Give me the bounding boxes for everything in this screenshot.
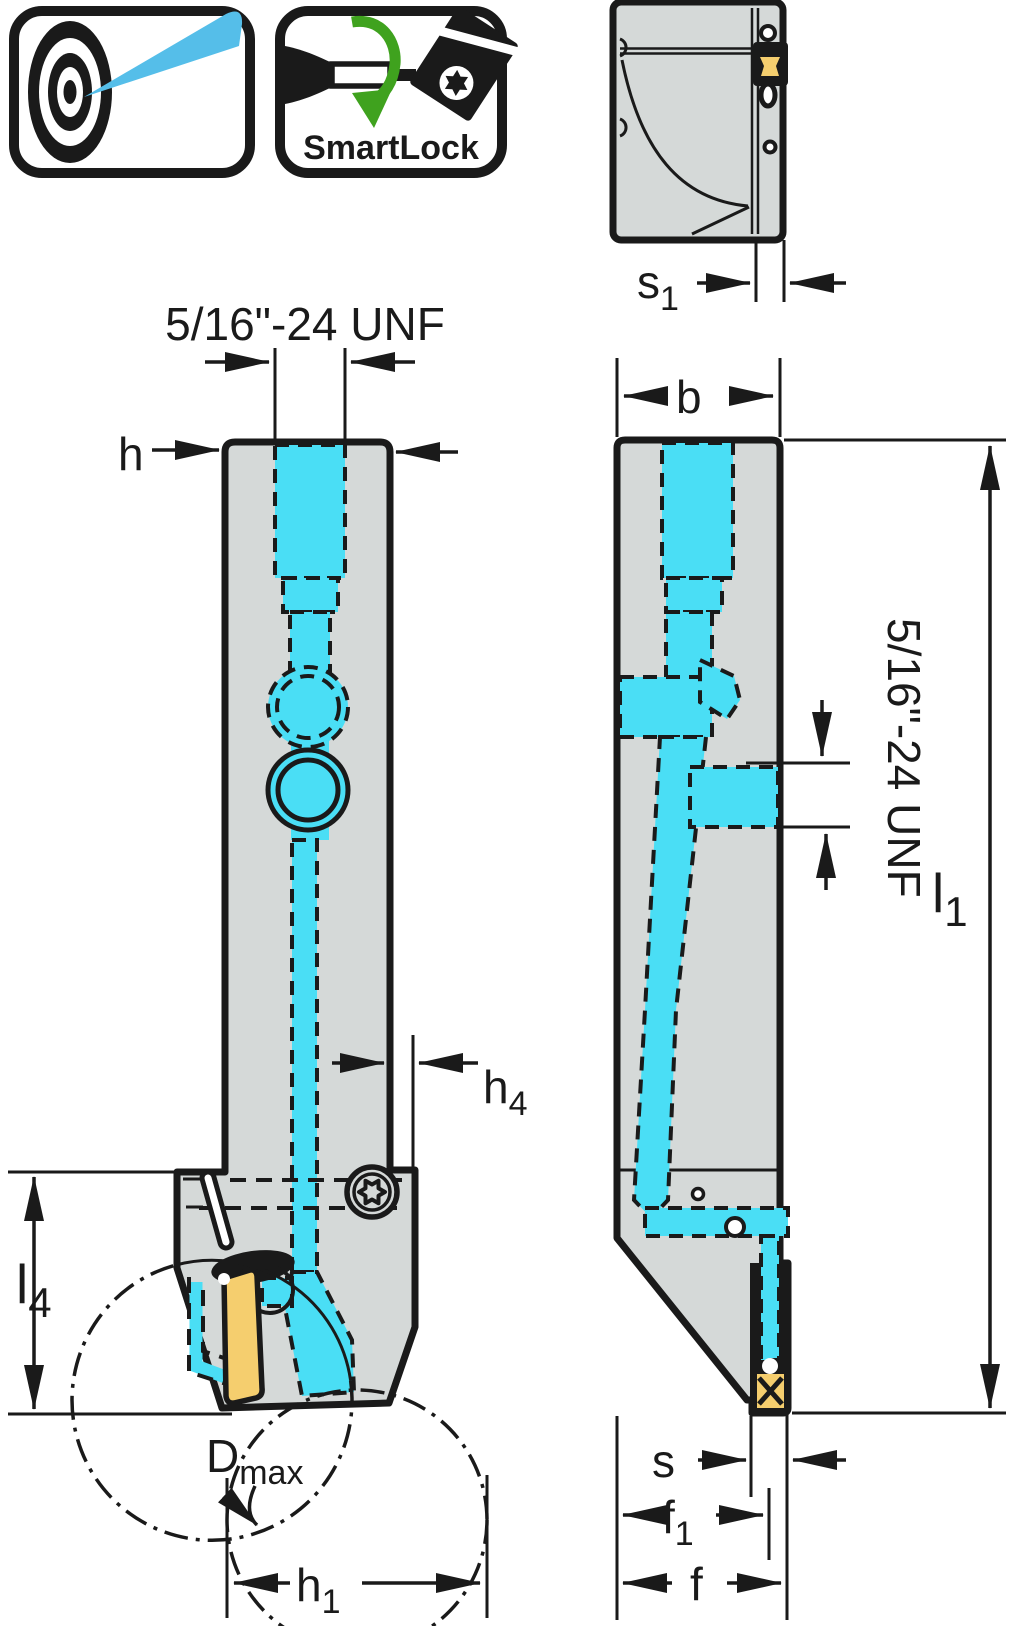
blade-radius-arc <box>175 1258 353 1381</box>
top-view-body <box>609 0 787 244</box>
side-view-blade <box>750 1234 789 1413</box>
clamp-lever-pin <box>199 1169 235 1251</box>
dim-f1: f1 <box>615 1416 771 1620</box>
green-rotation-arrow-icon <box>351 15 401 128</box>
thread-front-label: 5/16"-24 UNF <box>165 298 445 350</box>
dim-h4: h4 <box>332 1035 528 1168</box>
dim-dmax-label: Dmax <box>206 1430 303 1492</box>
smartlock-badge: SmartLock <box>275 6 521 178</box>
thread-side-label: 5/16"-24 UNF <box>878 618 930 898</box>
dim-h-label: h <box>118 428 144 480</box>
dim-f1-label: f1 <box>662 1491 694 1553</box>
precision-coolant-badge <box>9 6 255 178</box>
dim-l4: l4 <box>8 1170 232 1416</box>
dim-s1-label: s1 <box>637 256 679 318</box>
front-coolant-channel <box>187 443 357 1399</box>
dim-l1-label: l1 <box>932 862 968 935</box>
dim-h: h <box>118 428 458 480</box>
front-view-insert <box>221 1267 265 1406</box>
dim-f-label: f <box>690 1558 703 1610</box>
smartlock-label: SmartLock <box>303 129 479 167</box>
dim-thread-front: 5/16"-24 UNF <box>165 298 445 443</box>
top-view: s1 <box>609 0 846 318</box>
precision-coolant-target-icon <box>28 21 112 163</box>
dim-f: f <box>622 1558 782 1610</box>
insert-with-torx-screw-icon <box>410 7 521 121</box>
dim-h1: h1 <box>225 1475 489 1621</box>
dim-s: s <box>652 1350 846 1620</box>
dim-s-label: s <box>652 1435 675 1487</box>
front-view <box>70 438 489 1626</box>
top-view-insert <box>760 57 780 76</box>
dim-h4-label: h4 <box>483 1061 528 1123</box>
dmax-pointer-arrow <box>217 1485 259 1527</box>
dim-thread-side: 5/16"-24 UNF <box>746 618 930 898</box>
dim-dmax: Dmax <box>206 1430 303 1527</box>
side-view <box>613 436 792 1417</box>
torx-screw-icon <box>344 1164 400 1220</box>
dmax-circle <box>225 1388 489 1626</box>
dim-s1: s1 <box>637 240 846 318</box>
dim-l1: l1 <box>784 438 1006 1415</box>
dim-b-label: b <box>676 371 702 423</box>
dim-l4-label: l4 <box>16 1253 52 1326</box>
side-coolant-channel <box>618 441 790 1238</box>
coolant-jet-icon <box>84 11 243 98</box>
dim-h1-label: h1 <box>296 1559 341 1621</box>
dim-b: b <box>615 358 782 437</box>
